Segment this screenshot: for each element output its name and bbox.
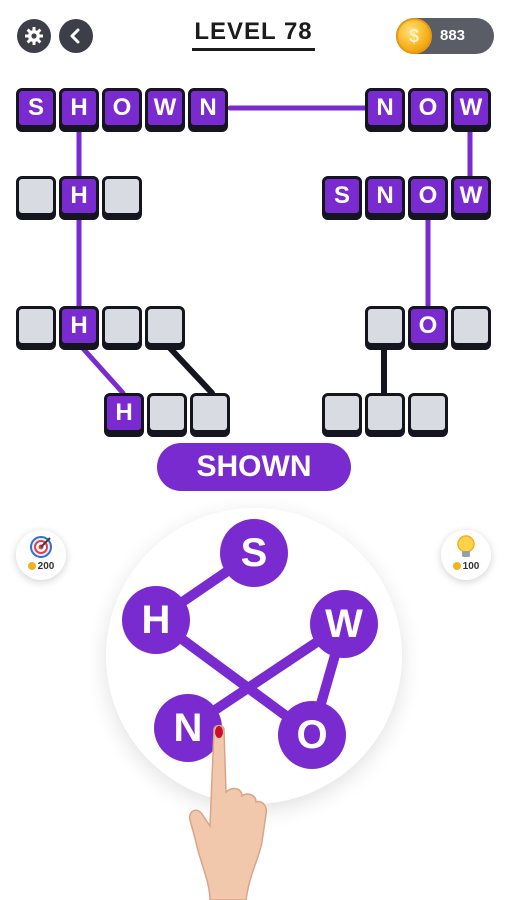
back-button[interactable] [59,19,93,53]
tile [365,393,405,433]
tile [365,306,405,346]
tile: N [188,88,228,128]
hint-cost: 100 [441,561,491,572]
current-word: SHOWN [157,443,351,491]
tile: H [59,176,99,216]
wheel-letter-w[interactable]: W [310,590,378,658]
lightbulb-hint-button[interactable]: 100 [441,530,491,580]
tile: S [322,176,362,216]
wheel-letter-o[interactable]: O [278,701,346,769]
tile: O [408,176,448,216]
wheel-letter-h[interactable]: H [122,586,190,654]
coin-balance[interactable]: $ 883 [396,18,494,54]
tile: N [365,176,405,216]
tile: N [365,88,405,128]
tile [451,306,491,346]
tile [102,306,142,346]
wheel-letter-n[interactable]: N [154,694,222,762]
board-connectors [76,105,473,396]
settings-button[interactable] [17,19,51,53]
tile [145,306,185,346]
tile: O [102,88,142,128]
tile: O [408,88,448,128]
tile [190,393,230,433]
pointing-hand [188,724,268,900]
tile [408,393,448,433]
target-hint-button[interactable]: 200 [16,530,66,580]
wheel-letter-s[interactable]: S [220,519,288,587]
tile: H [59,88,99,128]
tile [102,176,142,216]
tile: W [451,88,491,128]
tile [147,393,187,433]
tile: H [104,393,144,433]
tile: S [16,88,56,128]
tile: W [451,176,491,216]
lightbulb-icon [457,535,475,557]
tile: H [59,306,99,346]
coin-icon: $ [396,18,432,54]
level-title: LEVEL 78 [0,18,507,51]
tile [16,306,56,346]
gear-icon [25,27,43,45]
target-cost: 200 [16,561,66,572]
tile: W [145,88,185,128]
tile [16,176,56,216]
tile [322,393,362,433]
tile: O [408,306,448,346]
target-icon [30,536,52,558]
coin-count: 883 [440,27,466,44]
chevron-left-icon [70,28,80,44]
